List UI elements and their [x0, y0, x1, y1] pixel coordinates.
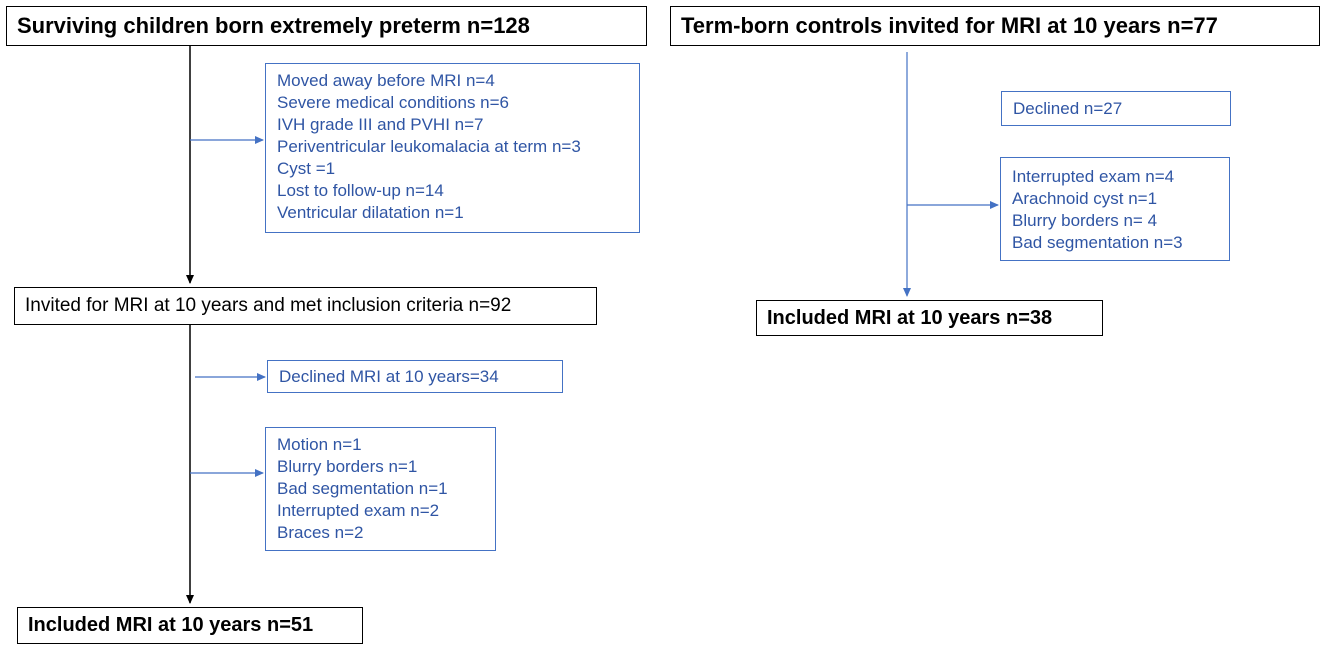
- preterm-start-label: Surviving children born extremely preter…: [17, 13, 530, 38]
- preterm-exclusion1-item: Periventricular leukomalacia at term n=3: [277, 137, 581, 156]
- controls-exclusion-box: Interrupted exam n=4 Arachnoid cyst n=1 …: [1000, 157, 1230, 261]
- preterm-exclusion1-item: Moved away before MRI n=4: [277, 71, 495, 90]
- controls-start-label: Term-born controls invited for MRI at 10…: [681, 13, 1218, 38]
- controls-exclusion-item: Blurry borders n= 4: [1012, 211, 1158, 230]
- preterm-exclusion2-item: Blurry borders n=1: [277, 457, 418, 476]
- preterm-exclusion2-item: Braces n=2: [277, 523, 364, 542]
- controls-exclusion-item: Bad segmentation n=3: [1012, 233, 1183, 252]
- preterm-exclusion2-item: Bad segmentation n=1: [277, 479, 448, 498]
- preterm-exclusion1-item: IVH grade III and PVHI n=7: [277, 115, 484, 134]
- controls-exclusion-item: Interrupted exam n=4: [1012, 167, 1175, 186]
- controls-declined-box: Declined n=27: [1001, 91, 1231, 126]
- controls-included-box: Included MRI at 10 years n=38: [756, 300, 1103, 336]
- preterm-exclusion1-item: Severe medical conditions n=6: [277, 93, 509, 112]
- controls-start-box: Term-born controls invited for MRI at 10…: [670, 6, 1320, 46]
- preterm-exclusion1-item: Cyst =1: [277, 159, 336, 178]
- preterm-exclusion1-item: Lost to follow-up n=14: [277, 181, 444, 200]
- controls-declined-label: Declined n=27: [1013, 99, 1123, 118]
- preterm-exclusion2-item: Motion n=1: [277, 435, 362, 454]
- controls-exclusion-item: Arachnoid cyst n=1: [1012, 189, 1158, 208]
- controls-included-label: Included MRI at 10 years n=38: [767, 307, 1053, 329]
- preterm-included-box: Included MRI at 10 years n=51: [17, 607, 363, 644]
- preterm-exclusion2-box: Motion n=1 Blurry borders n=1 Bad segmen…: [265, 427, 496, 551]
- preterm-declined-box: Declined MRI at 10 years=34: [267, 360, 563, 393]
- preterm-invited-label: Invited for MRI at 10 years and met incl…: [25, 295, 512, 316]
- preterm-exclusion1-box: Moved away before MRI n=4 Severe medical…: [265, 63, 640, 233]
- preterm-declined-label: Declined MRI at 10 years=34: [279, 367, 499, 386]
- preterm-included-label: Included MRI at 10 years n=51: [28, 614, 314, 636]
- preterm-exclusion2-item: Interrupted exam n=2: [277, 501, 440, 520]
- preterm-start-box: Surviving children born extremely preter…: [6, 6, 647, 46]
- preterm-exclusion1-item: Ventricular dilatation n=1: [277, 203, 464, 222]
- preterm-invited-box: Invited for MRI at 10 years and met incl…: [14, 287, 597, 325]
